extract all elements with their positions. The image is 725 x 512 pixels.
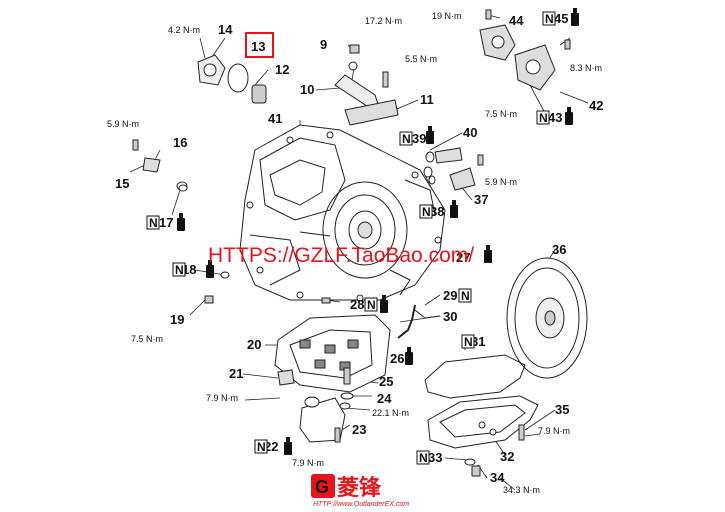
part-label: 26 — [390, 351, 404, 366]
part-label: 31 — [471, 334, 485, 349]
logo-url: HTTP://www.OutlanderEX.com — [313, 501, 409, 508]
part-label: 37 — [474, 192, 488, 207]
part-label: 39 — [412, 131, 426, 146]
part-label: 41 — [268, 111, 282, 126]
part-label: 21 — [229, 366, 243, 381]
part-label: 29 — [443, 288, 457, 303]
part-label: 13 — [251, 39, 265, 54]
badge-n: N — [416, 450, 430, 465]
bottle-icons — [177, 8, 579, 455]
torque-labels: 4.2 N·m 17.2 N·m 19 N·m 5.5 N·m 8.3 N·m … — [107, 11, 602, 495]
part-label: 33 — [428, 450, 442, 465]
part-label: 24 — [377, 391, 392, 406]
torque-label: 7.5 N·m — [485, 109, 517, 119]
svg-text:G: G — [315, 477, 329, 497]
svg-text:N: N — [367, 298, 376, 312]
svg-text:N: N — [539, 111, 548, 125]
part-label: 30 — [443, 309, 457, 324]
svg-text:N: N — [419, 451, 428, 465]
torque-label: 5.5 N·m — [405, 54, 437, 64]
part-label: 10 — [300, 82, 314, 97]
torque-label: 17.2 N·m — [365, 16, 402, 26]
fluid-bottle-icon — [484, 245, 492, 263]
badge-n: N — [364, 297, 378, 312]
part-label: 20 — [247, 337, 261, 352]
fluid-bottle-icon — [450, 200, 458, 218]
svg-text:N: N — [149, 216, 158, 230]
part-labels: 9 10 11 12 13 14 15 16 17 18 19 20 21 22… — [115, 11, 603, 485]
part-label: 35 — [555, 402, 569, 417]
svg-text:N: N — [461, 289, 470, 303]
torque-label: 8.3 N·m — [570, 63, 602, 73]
svg-text:N: N — [545, 12, 554, 26]
badge-n: N — [458, 288, 472, 303]
torque-label: 5.9 N·m — [485, 177, 517, 187]
part-label: 9 — [320, 37, 327, 52]
badge-n: N — [254, 439, 268, 454]
fluid-bottle-icon — [405, 347, 413, 365]
badge-n: N — [399, 131, 413, 146]
part-label: 16 — [173, 135, 187, 150]
part-label: 18 — [182, 262, 196, 277]
part-label: 14 — [218, 22, 233, 37]
svg-text:N: N — [422, 205, 431, 219]
torque-label: 4.2 N·m — [168, 25, 200, 35]
part-label: 32 — [500, 449, 514, 464]
part-label: 44 — [509, 13, 524, 28]
brand-logo: G 菱锋 HTTP://www.OutlanderEX.com — [311, 474, 409, 508]
watermark: HTTPS://GZLF.TaoBao.com/ — [208, 244, 474, 267]
torque-label: 34.3 N·m — [503, 485, 540, 495]
part-label: 34 — [490, 470, 505, 485]
torque-label: 22.1 N·m — [372, 408, 409, 418]
part-label: 19 — [170, 312, 184, 327]
fluid-bottle-icon — [571, 8, 579, 26]
transmission-case — [239, 124, 446, 302]
part-label: 17 — [159, 215, 173, 230]
component-shapes — [132, 9, 588, 477]
part-label: 15 — [115, 176, 129, 191]
badge-n: N — [146, 215, 160, 230]
part-label: 43 — [548, 110, 562, 125]
badge-n: N — [461, 334, 475, 349]
torque-label: 7.9 N·m — [206, 393, 238, 403]
n-badges: N N N N N N N N — [146, 11, 556, 465]
part-label: 27 — [456, 250, 470, 265]
torque-label: 7.9 N·m — [538, 426, 570, 436]
highlight-box — [245, 32, 274, 58]
svg-text:N: N — [402, 132, 411, 146]
fluid-bottle-icon — [206, 260, 214, 278]
fluid-bottle-icon — [565, 107, 573, 125]
part-label: 45 — [554, 11, 568, 26]
svg-text:N: N — [257, 440, 266, 454]
fluid-bottle-icon — [177, 213, 185, 231]
part-label: 28 — [350, 297, 364, 312]
part-label: 12 — [275, 62, 289, 77]
part-label: 11 — [420, 92, 434, 107]
fluid-bottle-icon — [284, 437, 292, 455]
fluid-bottle-icon — [380, 295, 388, 313]
badge-n: N — [419, 204, 433, 219]
svg-text:N: N — [464, 335, 473, 349]
badge-n: N — [172, 262, 186, 277]
badge-n: N — [536, 110, 550, 125]
part-label: 40 — [463, 125, 477, 140]
torque-label: 5.9 N·m — [107, 119, 139, 129]
fluid-bottle-icon — [426, 126, 434, 144]
part-label: 22 — [264, 439, 278, 454]
torque-label: 7.9 N·m — [292, 458, 324, 468]
part-label: 36 — [552, 242, 566, 257]
logo-text: 菱锋 — [337, 475, 382, 500]
torque-label: 19 N·m — [432, 11, 462, 21]
part-label: 25 — [379, 374, 393, 389]
svg-text:N: N — [175, 263, 184, 277]
part-label: 38 — [430, 204, 444, 219]
part-label: 23 — [352, 422, 366, 437]
part-label: 42 — [589, 98, 603, 113]
badge-n: N — [542, 11, 556, 26]
torque-label: 7.5 N·m — [131, 334, 163, 344]
